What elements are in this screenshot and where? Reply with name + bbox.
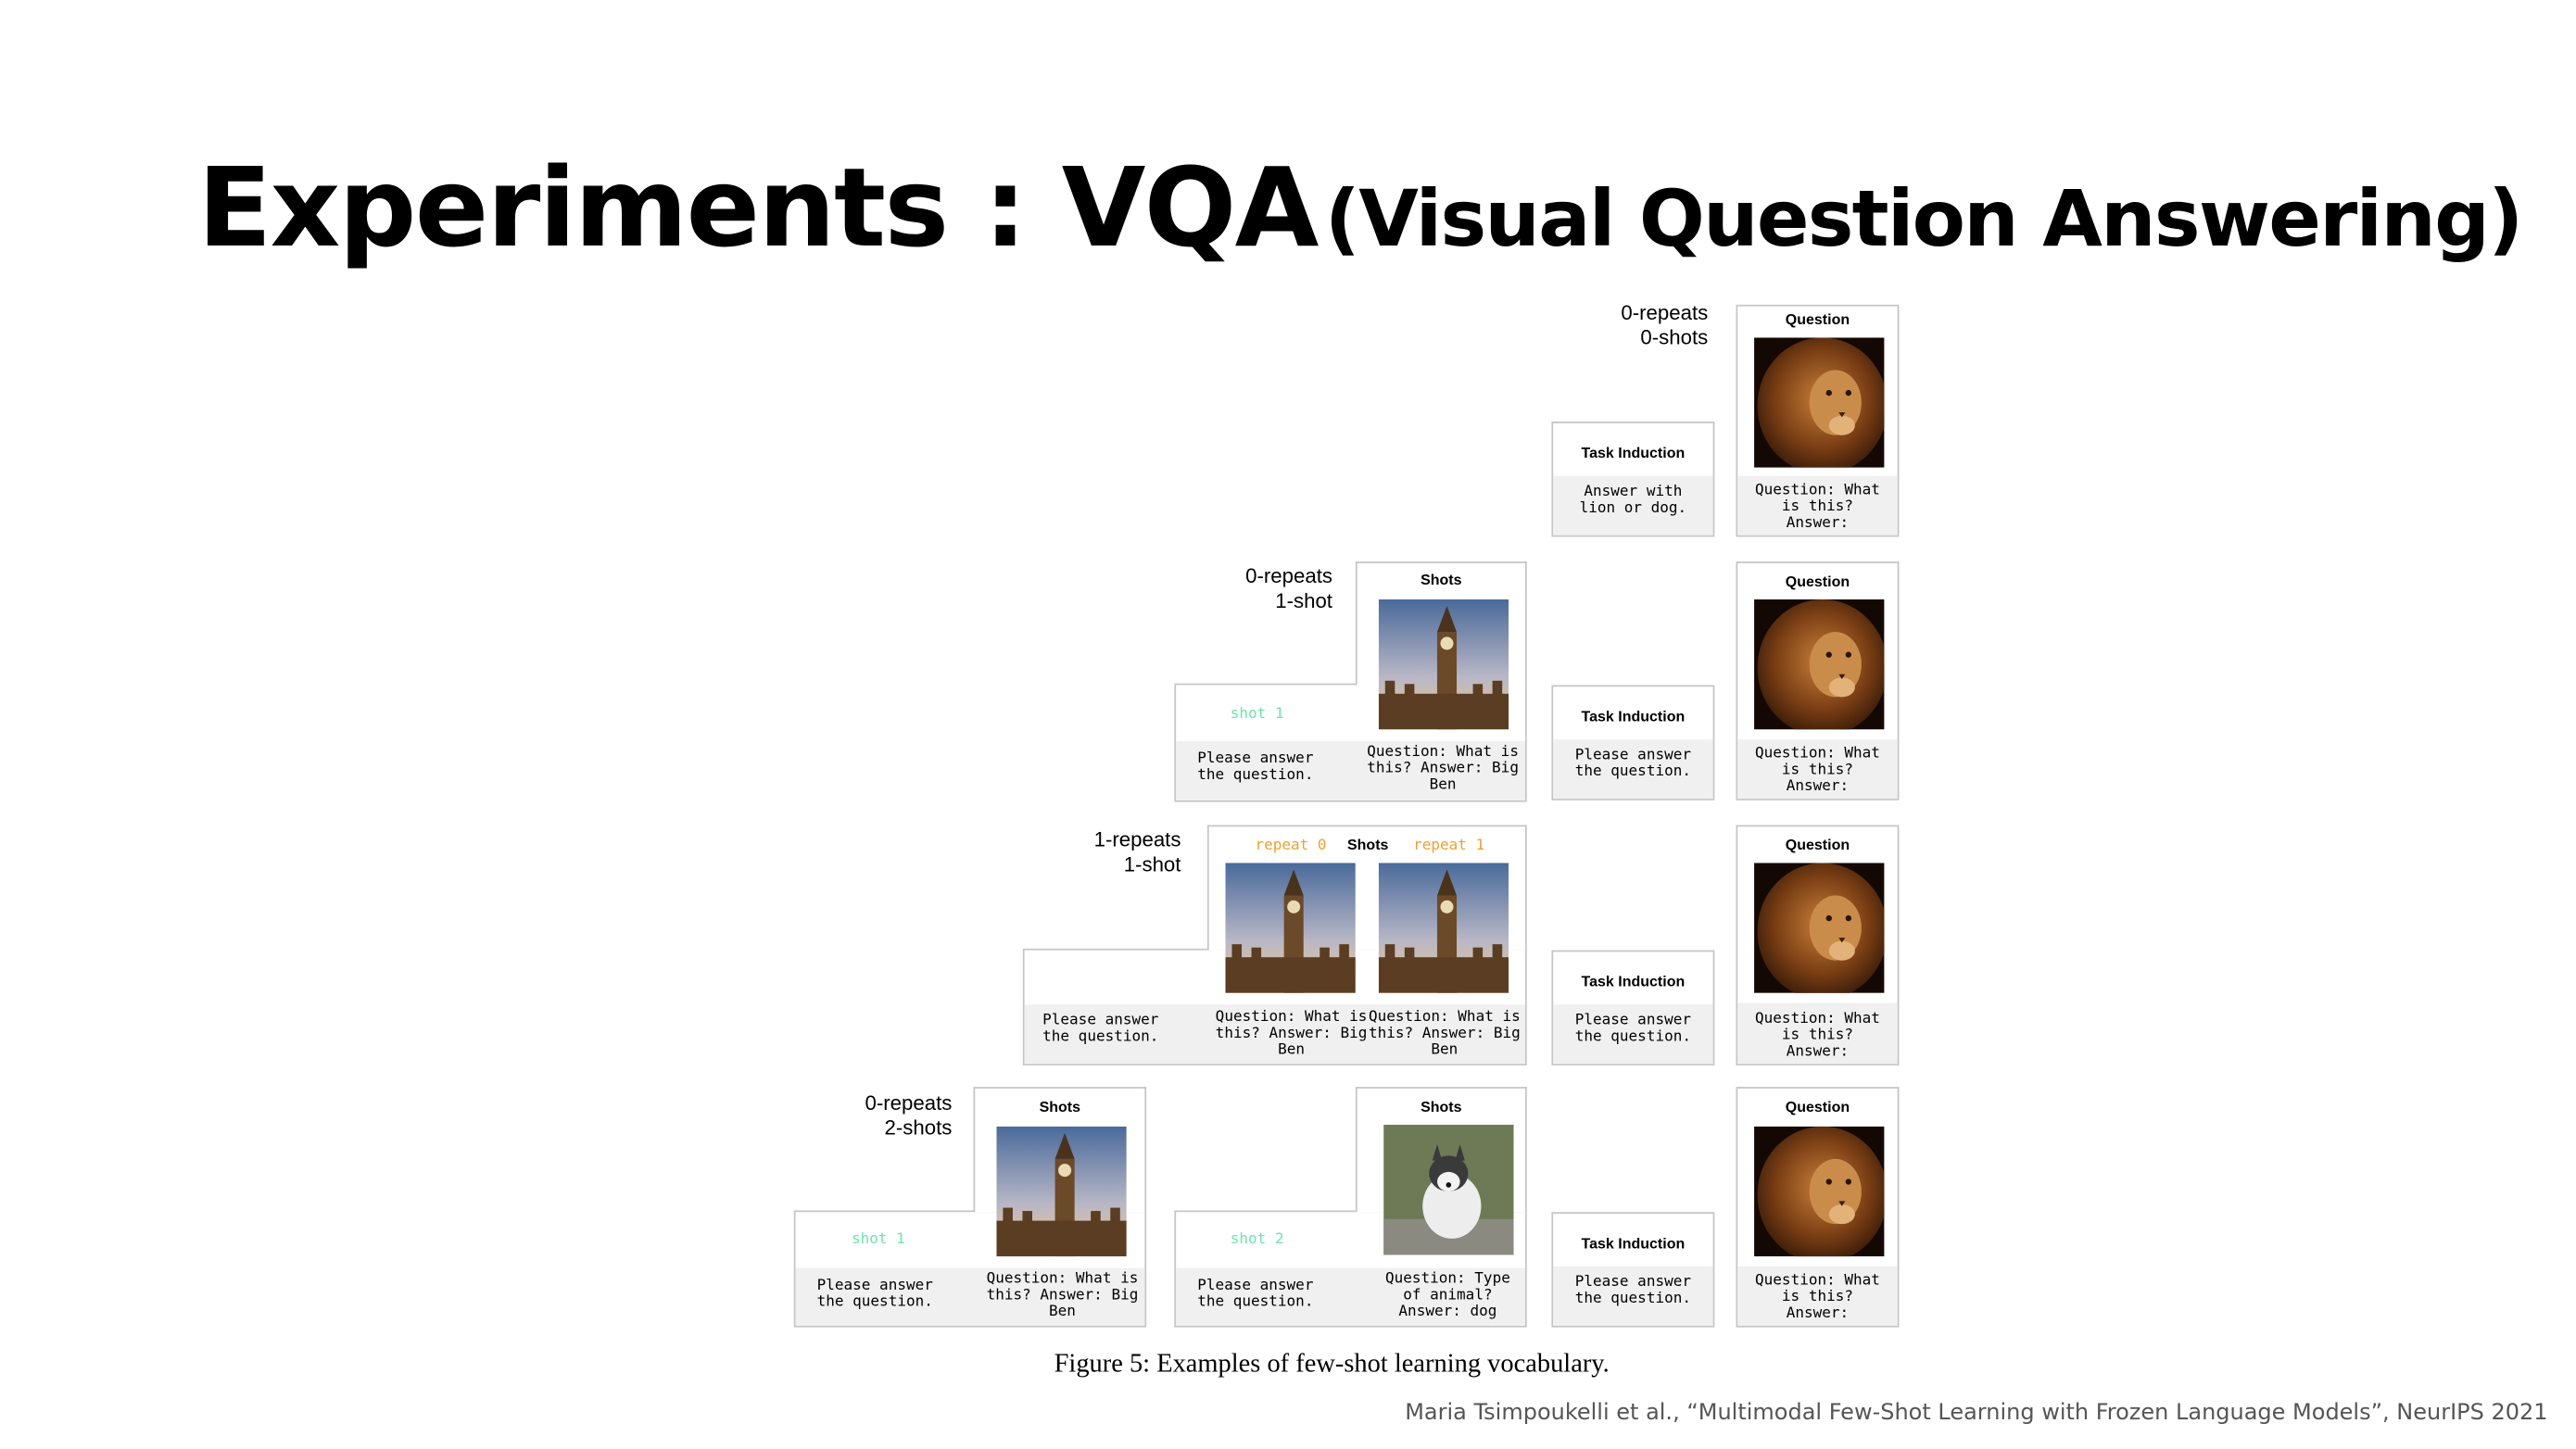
text-band (795, 1267, 1145, 1326)
text-band (1176, 1267, 1525, 1326)
task-induction-card: Task Induction Answer with lion or dog. (1551, 422, 1715, 537)
shot-1-tag: shot 1 (851, 1231, 905, 1249)
shots-header: Shots (1421, 571, 1462, 588)
big-ben-image (1378, 599, 1509, 730)
text-band (1553, 1266, 1713, 1326)
shot-prompt: Please answer the question. (1042, 1013, 1159, 1046)
dog-image (1383, 1125, 1514, 1255)
text-band (1553, 1004, 1713, 1065)
question-card: Question Question: What is this? Answer: (1736, 561, 1900, 800)
question-text: Question: What is this? Answer: (1755, 1273, 1880, 1323)
text-band (1024, 1004, 1525, 1065)
shot-1-qa-text: Question: What is this? Answer: Big Ben (986, 1271, 1139, 1321)
row-label-0-repeats-2-shots: 0-repeats 2-shots (865, 1091, 953, 1140)
shot-2-qa-text: Question: Type of animal? Answer: dog (1384, 1271, 1510, 1321)
row-label-0-repeats-0-shots: 0-repeats 0-shots (1621, 301, 1709, 349)
task-induction-card: Task Induction Please answer the questio… (1551, 950, 1715, 1066)
shot-2-prompt: Please answer the question. (1197, 1278, 1314, 1311)
shot-prompt: Please answer the question. (1197, 750, 1314, 785)
title-subtitle: (Visual Question Answering) (1324, 174, 2523, 266)
slide-title: Experiments : VQA (Visual Question Answe… (197, 145, 2523, 272)
task-induction-card: Task Induction Please answer the questio… (1551, 685, 1715, 800)
shot-1-card: shot 1 Please answer the question. Quest… (793, 1210, 1147, 1328)
text-band (1176, 740, 1525, 800)
big-ben-image (1378, 863, 1509, 993)
row-label-0-repeats-1-shot: 0-repeats 1-shot (1245, 564, 1332, 613)
shot-qa-text: Question: What is this? Answer: Big Ben (1367, 744, 1519, 794)
big-ben-image (1225, 863, 1356, 993)
shot-1-prompt: Please answer the question. (816, 1278, 933, 1311)
question-text: Question: What is this? Answer: (1755, 482, 1880, 533)
text-band (1737, 1266, 1898, 1326)
task-induction-header: Task Induction (1581, 973, 1686, 990)
question-card: Question Question: What is this? Answer: (1736, 825, 1900, 1066)
repeat-0-tag: repeat 0 (1255, 838, 1327, 855)
question-text: Question: What is this? Answer: (1755, 1011, 1880, 1061)
question-text: Question: What is this? Answer: (1755, 746, 1880, 796)
task-induction-header: Task Induction (1581, 444, 1686, 461)
shot-2-tag: shot 2 (1230, 1231, 1284, 1249)
task-induction-text: Please answer the question. (1574, 1013, 1691, 1046)
task-induction-text: Answer with lion or dog. (1579, 484, 1687, 518)
shot-qa-text-repeat-0: Question: What is this? Answer: Big Ben (1215, 1009, 1368, 1059)
lion-image (1754, 1126, 1885, 1257)
text-band (1553, 475, 1713, 536)
shot-1-tag: shot 1 (1230, 706, 1284, 724)
text-band (1553, 739, 1713, 800)
question-card: Question Question: What is this? Answer: (1736, 304, 1900, 537)
row-label-1-repeats-1-shot: 1-repeats 1-shot (1093, 828, 1181, 876)
question-card: Question Question: What is this? Answer: (1736, 1087, 1900, 1328)
big-ben-image (996, 1126, 1127, 1257)
lion-image (1754, 863, 1885, 993)
question-header: Question (1785, 310, 1850, 328)
figure-caption: Figure 5: Examples of few-shot learning … (1054, 1350, 1610, 1379)
text-band (1737, 1002, 1898, 1065)
task-induction-text: Please answer the question. (1574, 1274, 1691, 1308)
shots-header: Shots (1421, 1098, 1462, 1115)
title-main: Experiments : VQA (197, 145, 1319, 272)
shot-card: shot 1 Please answer the question. Quest… (1174, 683, 1527, 802)
task-induction-header: Task Induction (1581, 708, 1686, 725)
lion-image (1754, 599, 1885, 730)
question-header: Question (1785, 1098, 1850, 1115)
question-header: Question (1785, 573, 1850, 590)
question-header: Question (1785, 836, 1850, 853)
task-induction-header: Task Induction (1581, 1235, 1686, 1252)
shot-qa-text-repeat-1: Question: What is this? Answer: Big Ben (1368, 1009, 1521, 1059)
citation: Maria Tsimpoukelli et al., “Multimodal F… (1405, 1399, 2548, 1427)
text-band (1737, 739, 1898, 800)
text-band (1737, 475, 1898, 536)
task-induction-text: Please answer the question. (1574, 747, 1691, 781)
repeat-1-tag: repeat 1 (1413, 838, 1485, 855)
shots-header: Shots (1346, 836, 1389, 853)
shots-header: Shots (1039, 1098, 1081, 1115)
task-induction-card: Task Induction Please answer the questio… (1551, 1212, 1715, 1328)
lion-image (1754, 337, 1885, 468)
